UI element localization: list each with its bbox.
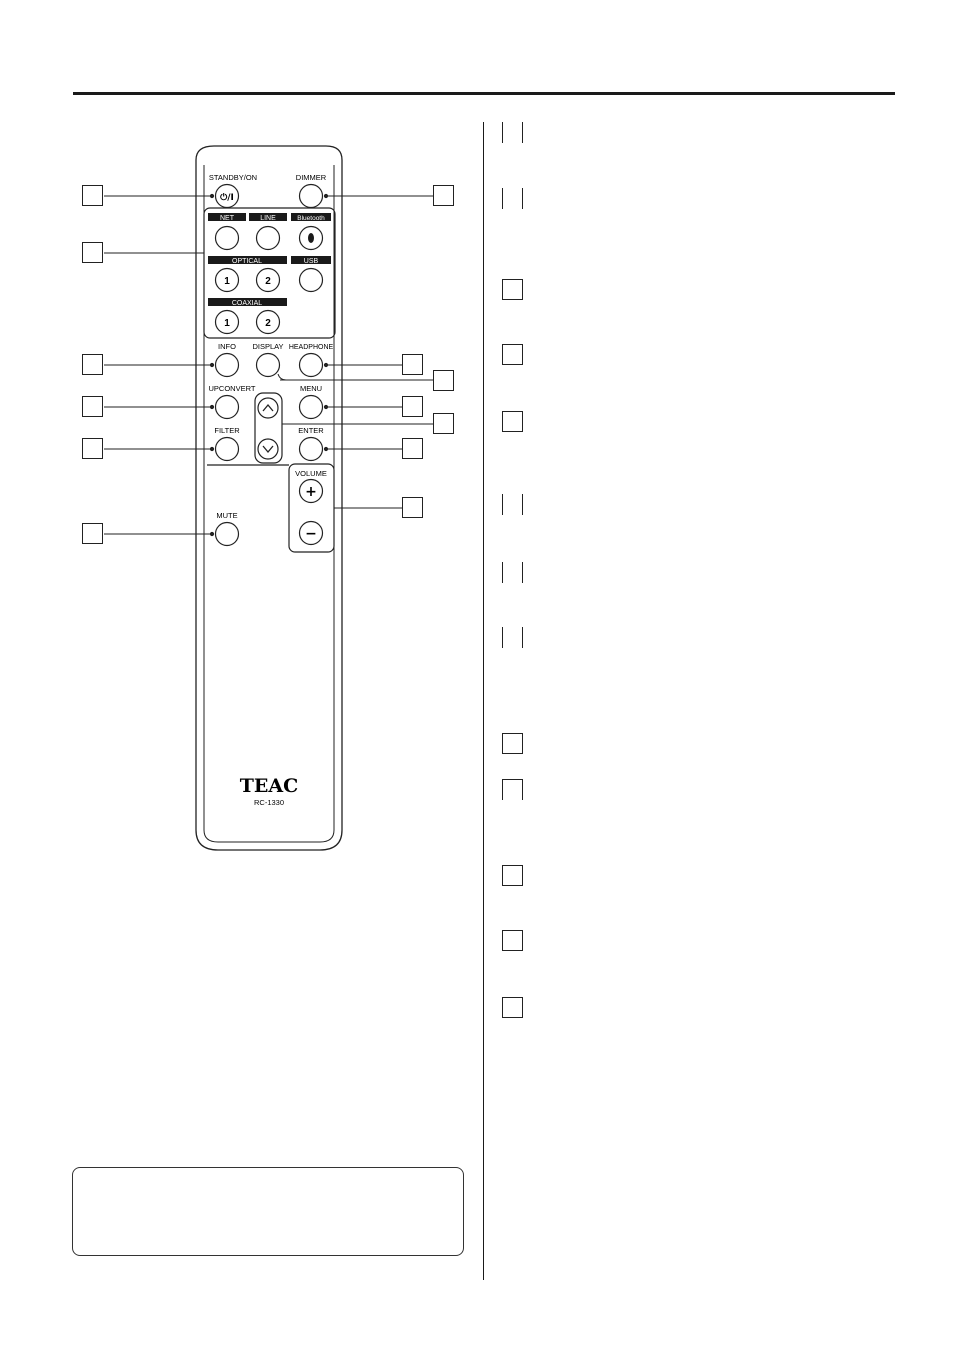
display-button[interactable] [255,352,281,378]
callout-box [82,438,103,459]
info-button[interactable] [214,352,240,378]
input-coaxial-label: COAXIAL [232,300,262,307]
coaxial-2-button[interactable] [255,309,281,335]
section-marker [502,411,523,432]
callout-box [82,354,103,375]
info-label: INFO [218,342,236,351]
upconvert-button[interactable] [214,394,240,420]
volume-down-button[interactable] [298,520,324,546]
standby-label: STANDBY/ON [209,173,257,182]
optical-2-label: 2 [265,276,271,287]
callout-box [433,413,454,434]
note-box [72,1167,464,1256]
cursor-group-frame [254,392,283,464]
volume-label: VOLUME [295,469,327,478]
filter-label: FILTER [214,426,240,435]
callout-box [402,396,423,417]
headphone-label: HEADPHONE [289,344,334,351]
headphone-button[interactable] [298,352,324,378]
model-number: RC-1330 [254,798,284,807]
input-net-label: NET [220,215,235,222]
callout-box [82,396,103,417]
callout-box [433,370,454,391]
section-marker [502,279,523,300]
line-button[interactable] [255,225,281,251]
section-marker [502,779,523,800]
standby-button[interactable] [214,183,240,209]
callout-box [433,185,454,206]
input-line-label: LINE [260,215,276,222]
optical-1-label: 1 [224,276,230,287]
section-marker [502,344,523,365]
optical-2-button[interactable] [255,267,281,293]
optical-1-button[interactable] [214,267,240,293]
coaxial-1-button[interactable] [214,309,240,335]
section-marker [502,122,523,143]
header-rule [73,92,895,95]
input-bluetooth-label: Bluetooth [297,215,325,222]
callout-box [402,354,423,375]
dimmer-label: DIMMER [296,173,327,182]
section-marker [502,562,523,583]
section-marker [502,494,523,515]
column-divider [483,122,484,1280]
net-button[interactable] [214,225,240,251]
callout-box [82,523,103,544]
mute-button[interactable] [214,521,240,547]
down-button[interactable] [257,438,279,460]
input-group-frame [203,207,336,339]
dimmer-button[interactable] [298,183,324,209]
enter-label: ENTER [298,426,324,435]
callout-box [402,497,423,518]
coaxial-2-label: 2 [265,318,271,329]
enter-button[interactable] [298,436,324,462]
callout-box [82,185,103,206]
section-marker [502,188,523,209]
menu-button[interactable] [298,394,324,420]
up-button[interactable] [257,397,279,419]
menu-label: MENU [300,384,322,393]
chevron-up-icon [262,403,274,412]
filter-button[interactable] [214,436,240,462]
input-usb-label: USB [304,258,319,265]
display-label: DISPLAY [252,342,283,351]
volume-up-button[interactable] [298,478,324,504]
callout-box [402,438,423,459]
bluetooth-icon [308,233,314,243]
upconvert-label: UPCONVERT [209,384,256,393]
mute-label: MUTE [216,511,237,520]
coaxial-1-label: 1 [224,318,230,329]
standby-symbol: ⏻/I [220,192,234,203]
plus-icon: + [305,484,317,500]
section-marker [502,930,523,951]
chevron-down-icon [262,445,274,454]
section-marker [502,865,523,886]
section-marker [502,997,523,1018]
minus-icon: − [305,526,317,542]
section-marker [502,627,523,648]
usb-button[interactable] [298,267,324,293]
input-optical-label: OPTICAL [232,258,262,265]
callout-box [82,242,103,263]
teac-logo: TEAC [240,775,298,797]
section-marker [502,733,523,754]
